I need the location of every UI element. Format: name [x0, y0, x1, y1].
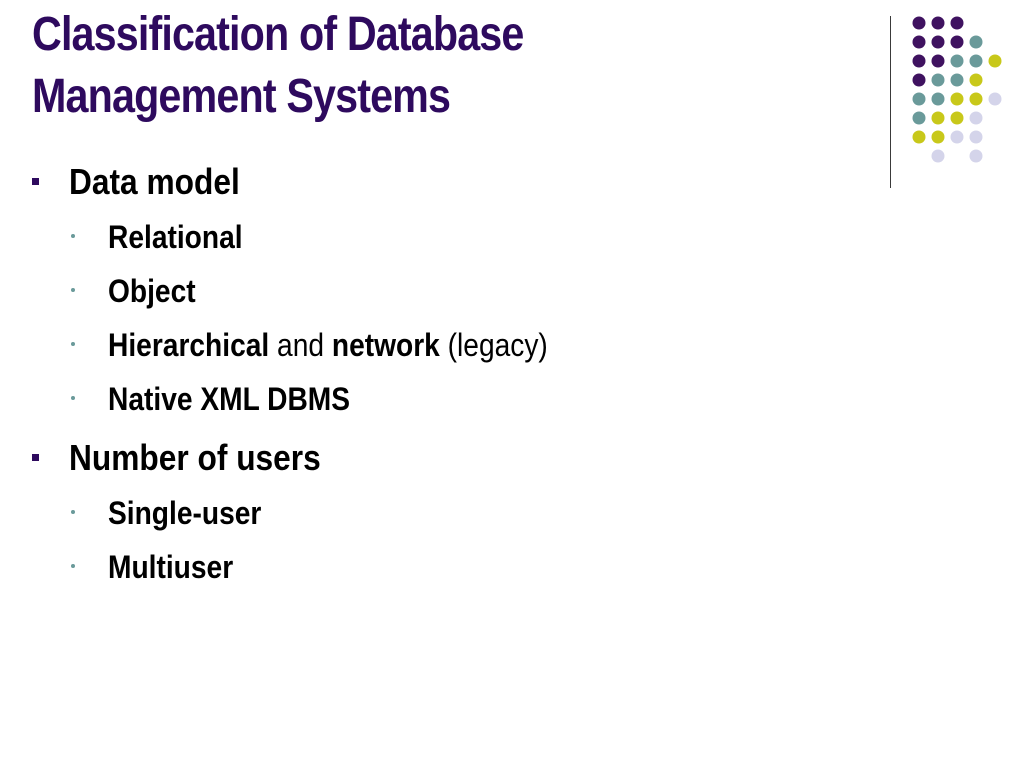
dot-bullet-icon	[71, 288, 75, 292]
dot-bullet-icon	[71, 234, 75, 238]
dot	[988, 54, 1002, 68]
dot	[931, 16, 945, 30]
legacy-note: (legacy)	[439, 327, 548, 363]
dot	[931, 35, 945, 49]
dot	[931, 73, 945, 87]
slide-title-line-1: Classification of Database	[32, 8, 524, 61]
dot	[950, 54, 964, 68]
sub-bullet-object: Object	[30, 264, 850, 318]
dot	[912, 111, 926, 125]
dot	[912, 130, 926, 144]
sub-bullet-text: Native XML DBMS	[108, 381, 351, 417]
emphasis-hierarchical: Hierarchical	[108, 327, 270, 363]
dot	[988, 92, 1002, 106]
dot	[950, 35, 964, 49]
dot	[969, 130, 983, 144]
slide-body: Data model Relational Object Hierarchica…	[30, 150, 850, 594]
sub-bullet-text: Single-user	[108, 495, 262, 531]
sub-bullet-native-xml: Native XML DBMS	[30, 372, 850, 426]
connector-text: and	[269, 327, 332, 363]
sub-bullet-relational: Relational	[30, 210, 850, 264]
dot	[950, 73, 964, 87]
bullet-data-model: Data model	[30, 156, 850, 210]
sub-bullet-text: Multiuser	[108, 549, 234, 585]
dot	[969, 35, 983, 49]
dot	[912, 35, 926, 49]
bullet-text: Number of users	[69, 437, 321, 478]
bullet-text: Data model	[69, 161, 240, 202]
title-divider	[890, 16, 891, 188]
dot-bullet-icon	[71, 396, 75, 400]
dot	[931, 149, 945, 163]
dot	[969, 149, 983, 163]
sub-bullet-hierarchical-network: Hierarchical and network (legacy)	[30, 318, 850, 372]
decorative-dot-grid	[912, 16, 1002, 163]
square-bullet-icon	[32, 454, 39, 461]
bullet-number-of-users: Number of users	[30, 432, 850, 486]
dot	[912, 16, 926, 30]
square-bullet-icon	[32, 178, 39, 185]
dot	[912, 54, 926, 68]
dot	[969, 92, 983, 106]
dot-bullet-icon	[71, 510, 75, 514]
dot	[931, 130, 945, 144]
emphasis-network: network	[331, 327, 440, 363]
sub-bullet-single-user: Single-user	[30, 486, 850, 540]
dot	[931, 54, 945, 68]
slide-title-line-2: Management Systems	[32, 70, 451, 123]
slide-title: Classification of Database Management Sy…	[32, 4, 754, 128]
dot	[912, 92, 926, 106]
dot	[950, 92, 964, 106]
dot	[969, 73, 983, 87]
sub-bullet-text: Relational	[108, 219, 243, 255]
sub-bullet-text: Hierarchical and network (legacy)	[108, 318, 548, 372]
dot	[950, 16, 964, 30]
dot-bullet-icon	[71, 342, 75, 346]
sub-bullet-text: Object	[108, 273, 196, 309]
dot	[950, 111, 964, 125]
dot	[950, 130, 964, 144]
dot	[912, 73, 926, 87]
dot	[931, 92, 945, 106]
dot	[931, 111, 945, 125]
dot-bullet-icon	[71, 564, 75, 568]
dot	[969, 54, 983, 68]
dot	[969, 111, 983, 125]
sub-bullet-multiuser: Multiuser	[30, 540, 850, 594]
